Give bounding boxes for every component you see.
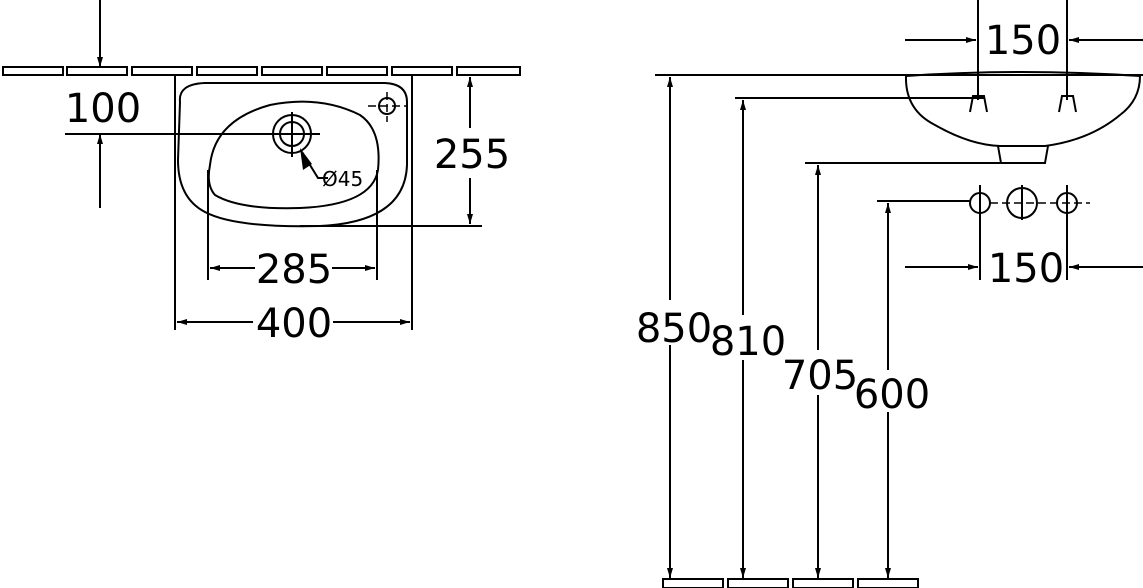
pedestal (997, 145, 1049, 164)
wall-tiles (2, 66, 521, 76)
supply-connections-icon (969, 185, 1090, 280)
basin-side-outline (904, 71, 1142, 147)
bowl-outline (207, 100, 380, 210)
dim-rim-height: 850 (636, 306, 712, 352)
tap-right-icon (1058, 0, 1077, 113)
side-view: 150 150 850 810 705 600 (636, 0, 1143, 588)
dim-supply-height: 600 (854, 372, 930, 418)
plan-view: Ø45 100 255 285 400 (2, 0, 521, 347)
dim-drain-diameter: Ø45 (322, 167, 363, 191)
dim-underside-height: 705 (782, 353, 858, 399)
dim-wall-to-drain: 100 (65, 86, 141, 132)
tap-hole-icon (368, 92, 406, 122)
dim-total-width: 400 (256, 301, 332, 347)
floor-tiles (662, 578, 919, 588)
dim-tap-spacing-bottom: 150 (988, 246, 1064, 292)
dim-depth: 255 (434, 132, 510, 178)
dim-tap-height: 810 (710, 319, 786, 365)
tap-left-icon (969, 0, 988, 113)
basin-outline (176, 82, 408, 228)
dim-bowl-width: 285 (256, 247, 332, 293)
dim-tap-spacing-top: 150 (985, 18, 1061, 64)
